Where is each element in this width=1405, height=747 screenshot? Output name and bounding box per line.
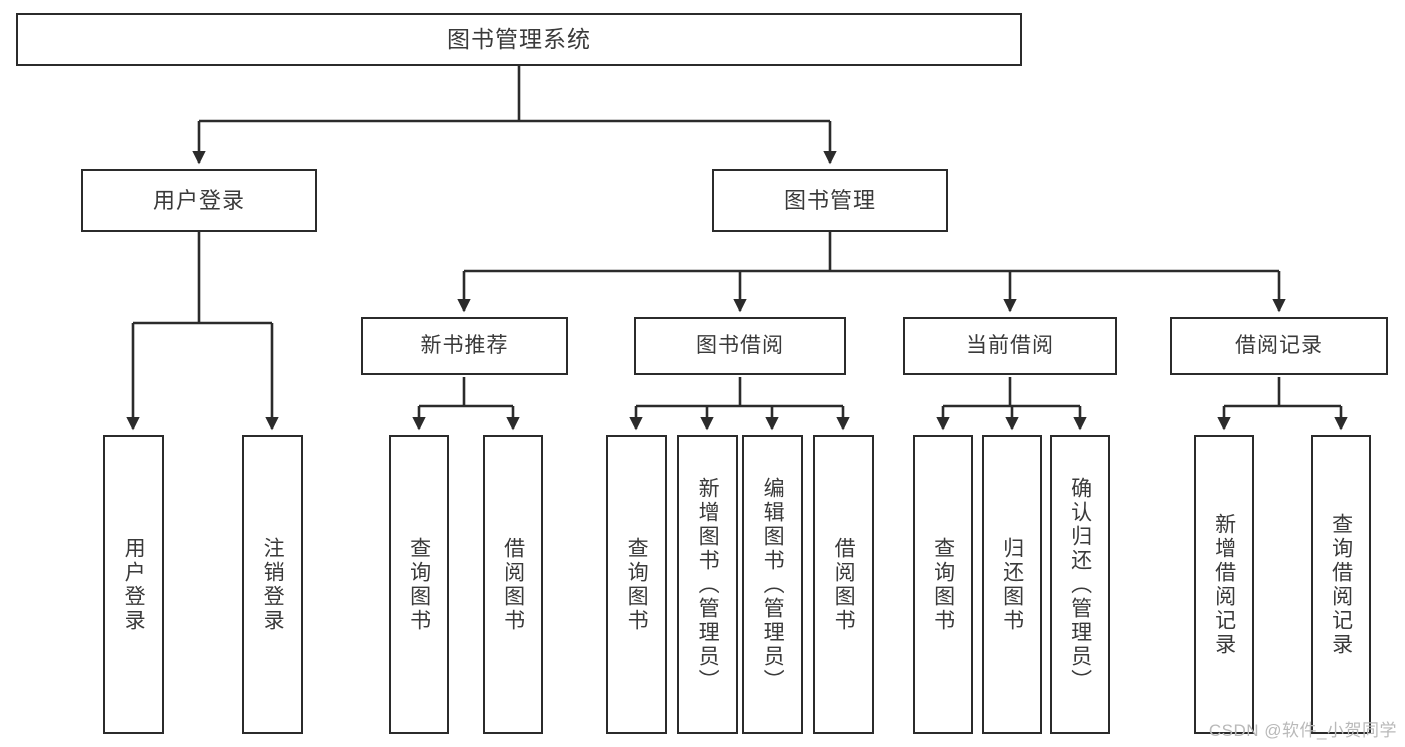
node-leaf-query-record[interactable]: 查询借阅记录 bbox=[1311, 435, 1371, 734]
node-borrow-record[interactable]: 借阅记录 bbox=[1170, 317, 1388, 375]
node-leaf-query-book-2[interactable]: 查询图书 bbox=[606, 435, 667, 734]
node-leaf-return-book-label: 归还图书 bbox=[1000, 536, 1024, 633]
node-leaf-add-record[interactable]: 新增借阅记录 bbox=[1194, 435, 1254, 734]
node-root-label: 图书管理系统 bbox=[447, 26, 591, 53]
node-leaf-logout-login-label: 注销登录 bbox=[261, 536, 285, 633]
node-user-login[interactable]: 用户登录 bbox=[81, 169, 317, 232]
node-book-borrow[interactable]: 图书借阅 bbox=[634, 317, 846, 375]
node-leaf-confirm-return[interactable]: 确认归还（管理员） bbox=[1050, 435, 1110, 734]
node-leaf-add-record-label: 新增借阅记录 bbox=[1212, 512, 1236, 657]
node-new-book-recommend[interactable]: 新书推荐 bbox=[361, 317, 568, 375]
node-user-login-label: 用户登录 bbox=[152, 187, 245, 213]
node-leaf-query-book-2-label: 查询图书 bbox=[625, 536, 649, 633]
node-leaf-edit-book[interactable]: 编辑图书（管理员） bbox=[742, 435, 803, 734]
node-root[interactable]: 图书管理系统 bbox=[16, 13, 1022, 66]
node-borrow-record-label: 借阅记录 bbox=[1235, 333, 1323, 357]
node-leaf-borrow-book-2-label: 借阅图书 bbox=[832, 536, 856, 633]
node-book-borrow-label: 图书借阅 bbox=[696, 333, 784, 357]
node-leaf-borrow-book-2[interactable]: 借阅图书 bbox=[813, 435, 874, 734]
node-current-borrow-label: 当前借阅 bbox=[966, 333, 1054, 357]
node-current-borrow[interactable]: 当前借阅 bbox=[903, 317, 1117, 375]
node-leaf-user-login-label: 用户登录 bbox=[122, 536, 146, 633]
node-leaf-borrow-book-1-label: 借阅图书 bbox=[501, 536, 525, 633]
node-leaf-return-book[interactable]: 归还图书 bbox=[982, 435, 1042, 734]
node-book-management[interactable]: 图书管理 bbox=[712, 169, 948, 232]
node-leaf-user-login[interactable]: 用户登录 bbox=[103, 435, 164, 734]
node-leaf-query-record-label: 查询借阅记录 bbox=[1329, 512, 1353, 657]
node-leaf-borrow-book-1[interactable]: 借阅图书 bbox=[483, 435, 543, 734]
watermark: CSDN @软件_小贺同学 bbox=[1208, 721, 1397, 740]
node-leaf-query-book-1[interactable]: 查询图书 bbox=[389, 435, 449, 734]
node-new-book-recommend-label: 新书推荐 bbox=[420, 333, 509, 357]
node-leaf-edit-book-label: 编辑图书（管理员） bbox=[761, 476, 785, 693]
node-leaf-add-book[interactable]: 新增图书（管理员） bbox=[677, 435, 738, 734]
node-leaf-confirm-return-label: 确认归还（管理员） bbox=[1068, 476, 1092, 693]
node-leaf-query-book-3[interactable]: 查询图书 bbox=[913, 435, 973, 734]
node-book-management-label: 图书管理 bbox=[783, 187, 876, 213]
node-leaf-query-book-3-label: 查询图书 bbox=[931, 536, 955, 633]
node-leaf-add-book-label: 新增图书（管理员） bbox=[696, 476, 720, 693]
node-leaf-logout-login[interactable]: 注销登录 bbox=[242, 435, 303, 734]
node-leaf-query-book-1-label: 查询图书 bbox=[407, 536, 431, 633]
